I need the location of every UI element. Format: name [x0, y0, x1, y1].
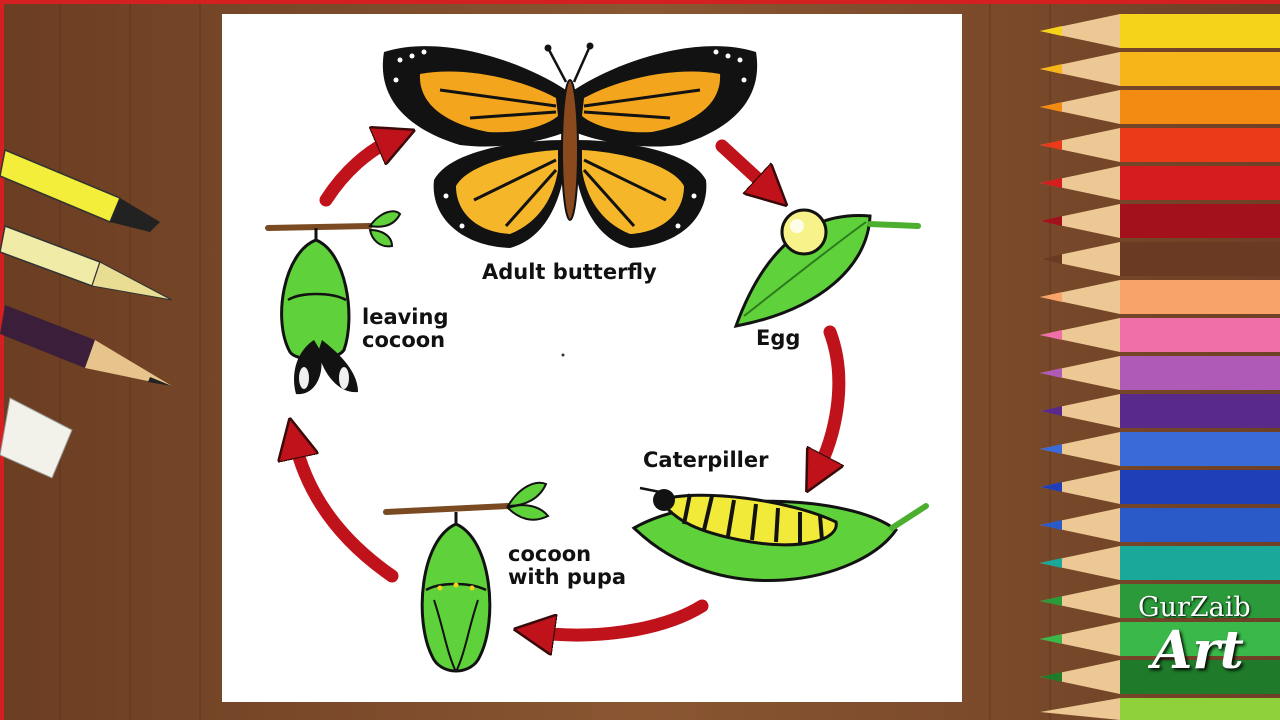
- marker-icon: [0, 224, 173, 301]
- pencil-icon: [1040, 508, 1280, 542]
- watermark-line1: GurZaib: [1138, 592, 1251, 623]
- egg-icon: [733, 208, 921, 328]
- pencil-icon: [1040, 660, 1280, 694]
- chrysalis-icon: [383, 481, 550, 673]
- label-adult-butterfly: Adult butterfly: [482, 261, 657, 284]
- pencil-icon: [1040, 128, 1280, 162]
- wood-grain: [59, 0, 1051, 720]
- watermark-line2: Art: [1152, 620, 1244, 681]
- pencil-icon: [1040, 90, 1280, 124]
- emerging-butterfly-icon: [265, 210, 402, 395]
- pencil-icon: [1040, 470, 1280, 504]
- pencil-icon: [1040, 432, 1280, 466]
- pencil-set: [1040, 14, 1280, 720]
- label-leaving-line2: cocoon: [362, 328, 446, 352]
- pencil-icon: [1040, 698, 1280, 720]
- label-pupa-line2: with pupa: [508, 565, 627, 589]
- arrow-adult-to-egg: [715, 139, 772, 192]
- center-dot: [561, 353, 565, 357]
- label-egg: Egg: [756, 327, 800, 350]
- pencil-icon: [1040, 394, 1280, 428]
- pencil-icon: [1040, 318, 1280, 352]
- label-caterpillar: Caterpiller: [643, 449, 768, 472]
- pencil-icon: [1040, 14, 1280, 48]
- arrow-egg-to-caterpillar: [816, 325, 846, 474]
- label-pupa-line1: cocoon: [508, 542, 592, 566]
- red-frame-top: [0, 0, 1280, 4]
- pencil-icon: [1040, 204, 1280, 238]
- label-leaving-cocoon: leaving cocoon: [362, 306, 448, 352]
- red-frame-left: [0, 0, 4, 720]
- eraser-icon: [0, 397, 73, 479]
- pencil-icon: [0, 305, 172, 386]
- label-caterpillar-text: Caterpiller: [643, 448, 769, 472]
- label-egg-text: Egg: [756, 326, 801, 350]
- pencil-icon: [1040, 356, 1280, 390]
- pencil-icon: [1040, 242, 1280, 276]
- pencil-icon: [1040, 166, 1280, 200]
- pencil-icon: [1040, 584, 1280, 618]
- label-pupa: cocoon with pupa: [508, 543, 626, 589]
- pencil-icon: [1040, 622, 1280, 656]
- marker-icon: [0, 148, 160, 232]
- caterpillar-icon: [631, 486, 929, 582]
- label-leaving-line1: leaving: [362, 305, 449, 329]
- label-adult-text: Adult butterfly: [482, 260, 657, 284]
- butterfly-icon: [382, 42, 758, 248]
- pencil-icon: [1040, 52, 1280, 86]
- arrow-pupa-to-leaving: [294, 438, 399, 583]
- arrow-leaving-to-adult: [319, 138, 396, 207]
- pencil-icon: [1040, 546, 1280, 580]
- pencil-icon: [1040, 280, 1280, 314]
- arrow-caterpillar-to-pupa: [534, 599, 709, 635]
- cycle-arrows: [294, 138, 846, 635]
